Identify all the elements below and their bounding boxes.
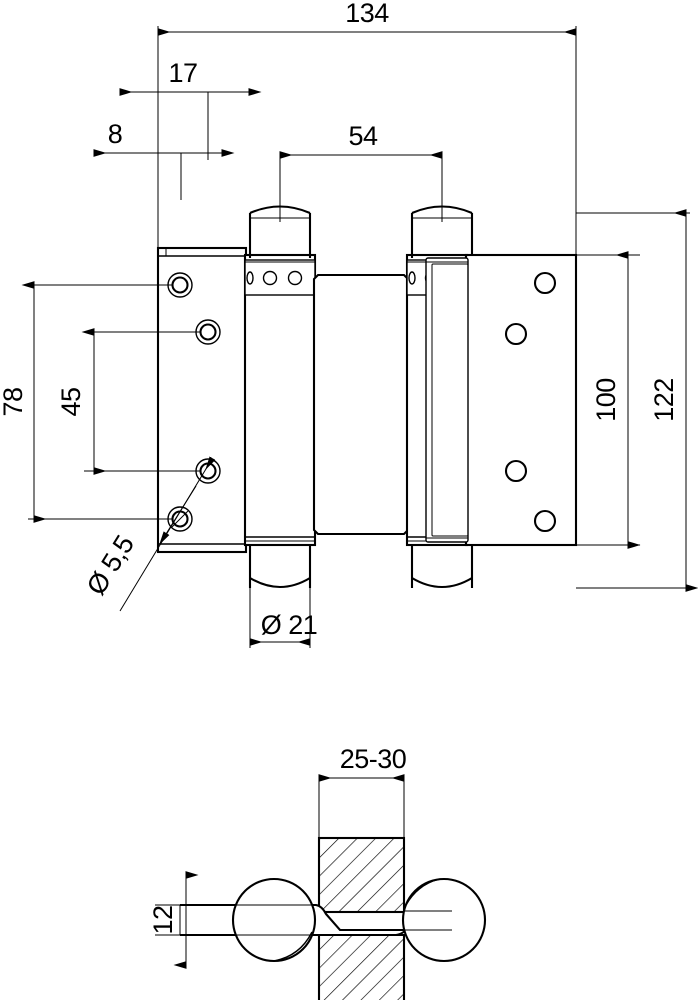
dim-134-label: 134 — [345, 0, 389, 28]
dim-100-label: 100 — [591, 378, 621, 422]
left-knuckle-section-circle — [231, 877, 317, 963]
center-spring-body — [312, 273, 410, 536]
section-view-geometry — [179, 836, 487, 1000]
left-knuckle-barrel — [243, 205, 317, 588]
dim-17-label: 17 — [168, 58, 197, 88]
dim-17: 17 — [119, 58, 262, 160]
elevation-view-geometry — [156, 205, 578, 588]
right-leaf-screw-holes — [504, 271, 557, 533]
dim-122: 122 — [576, 209, 698, 592]
dim-78-label: 78 — [0, 387, 28, 416]
dim-78: 78 — [0, 281, 172, 523]
door-panel-upper-outline — [317, 836, 406, 914]
dim-100: 100 — [576, 251, 641, 549]
dim-knuckle-diameter: Ø 21 — [249, 585, 318, 648]
dim-55-label: Ø 5,5 — [81, 530, 140, 600]
right-leaf-plate — [425, 253, 578, 547]
dim-12: 12 — [148, 871, 260, 969]
dim-54-label: 54 — [348, 121, 378, 151]
dim-12-label: 12 — [148, 905, 178, 934]
dim-54: 54 — [279, 121, 443, 222]
dim-134: 134 — [157, 0, 577, 258]
dim-8: 8 — [93, 119, 235, 200]
left-leaf-plate — [156, 246, 248, 554]
dim-21-label: Ø 21 — [261, 610, 318, 640]
dim-25-30: 25-30 — [318, 744, 407, 845]
dim-2530-label: 25-30 — [340, 744, 407, 774]
right-knuckle-section-circle — [401, 877, 487, 963]
door-panel-lower-hatch — [319, 935, 404, 1000]
dim-45-label: 45 — [56, 387, 86, 416]
door-panel-upper-hatch — [319, 838, 404, 912]
section-dimension-lines: 25-30 12 — [148, 744, 407, 969]
dim-122-label: 122 — [649, 378, 679, 422]
dim-8-label: 8 — [108, 119, 123, 149]
dim-45: 45 — [56, 328, 200, 475]
